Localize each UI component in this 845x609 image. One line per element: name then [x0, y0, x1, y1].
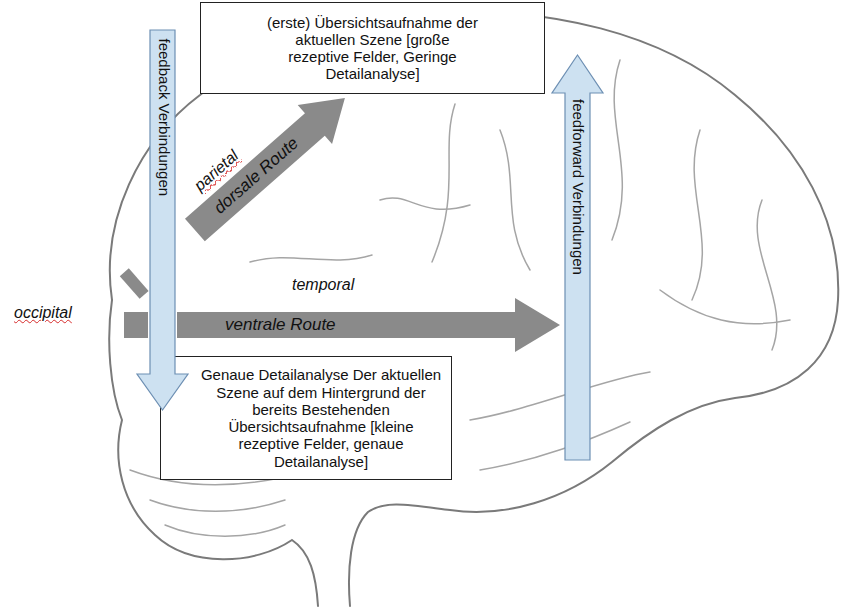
sulcus-line	[757, 200, 777, 350]
arrow-text: feedforward Verbindungen	[569, 99, 586, 275]
overview-box: (erste) Übersichtsaufnahme der aktuellen…	[200, 2, 545, 94]
arrow-text-holder: ventrale Route	[177, 312, 515, 338]
arrow-text: ventrale Route	[225, 316, 336, 335]
arrow-body	[137, 30, 188, 410]
sulcus-line	[612, 60, 622, 240]
sulcus-line	[480, 422, 630, 470]
ventral-arrow-tail	[124, 312, 148, 338]
feedback-arrow: feedback Verbindungen	[137, 30, 188, 410]
sulcus-line	[150, 500, 285, 511]
lobe-label: temporal	[290, 275, 356, 294]
sulcus-line	[380, 198, 470, 209]
sulcus-line	[470, 372, 650, 420]
lobe-label: occipital	[12, 303, 74, 322]
arrow-text-holder: feedforward Verbindungen	[565, 55, 590, 460]
arrow-body	[552, 55, 603, 460]
sulcus-line	[432, 104, 455, 262]
box-text: Genaue Detailanalyse Der aktuellen Szene…	[197, 366, 445, 470]
sulcus-line	[250, 255, 372, 262]
arrow-text-holder: feedback Verbindungen	[150, 30, 175, 410]
brain-lines	[109, 12, 838, 606]
arrow-text: feedback Verbindungen	[154, 38, 171, 196]
arrow-body	[177, 298, 560, 352]
label-holder: occipital	[12, 303, 74, 322]
ventral-route-arrow: ventrale Route	[177, 298, 560, 352]
sulcus-line	[500, 130, 530, 270]
detail-box: Genaue Detailanalyse Der aktuellen Szene…	[160, 356, 452, 480]
brain-sulci	[130, 60, 790, 536]
feedforward-arrow: feedforward Verbindungen	[552, 55, 603, 460]
sulcus-line	[692, 130, 702, 300]
box-text: (erste) Übersichtsaufnahme der aktuellen…	[265, 14, 480, 83]
label-holder: temporal	[290, 275, 356, 294]
sulcus-line	[165, 525, 285, 536]
brain-outline	[110, 12, 838, 606]
dorsal-route-arrow: dorsale Route	[178, 78, 362, 249]
arrow-body	[178, 78, 362, 249]
dorsal-arrow-tail	[120, 268, 149, 299]
sulcus-line	[660, 290, 790, 324]
